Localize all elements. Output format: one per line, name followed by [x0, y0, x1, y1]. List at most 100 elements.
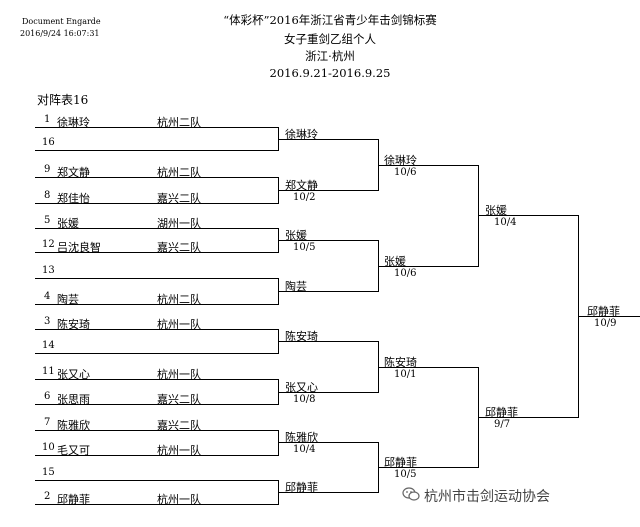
winner-name: 郑文静: [285, 179, 318, 192]
seed-number: 6: [44, 391, 51, 402]
bout-score: 9/7: [494, 419, 511, 430]
bracket-line: [278, 392, 378, 393]
bout-score: 10/6: [394, 167, 417, 178]
fencer-name: 邱静菲: [57, 493, 90, 506]
fencer-name: 毛又可: [57, 444, 90, 457]
bracket-line: [35, 430, 278, 431]
software-name: Document Engarde: [22, 17, 101, 26]
fencer-name: 吕沈良智: [57, 241, 101, 254]
wechat-icon: [402, 487, 420, 501]
bracket-line: [35, 329, 278, 330]
bout-score: 10/8: [293, 394, 316, 405]
bracket-connector: [278, 430, 279, 456]
team-name: 杭州一队: [157, 318, 201, 331]
fencer-name: 郑佳怡: [57, 192, 90, 205]
winner-name: 邱静菲: [285, 481, 318, 494]
bout-score: 10/4: [293, 444, 316, 455]
winner-name: 张媛: [485, 204, 507, 217]
winner-name: 陶芸: [285, 280, 307, 293]
bout-score: 10/4: [494, 217, 517, 228]
bracket-line: [278, 291, 378, 292]
print-timestamp: 2016/9/24 16:07:31: [20, 29, 100, 38]
winner-name: 徐琳玲: [384, 154, 417, 167]
seed-number: 8: [44, 190, 51, 201]
bracket-line: [378, 165, 478, 166]
team-name: 嘉兴二队: [157, 241, 201, 254]
team-name: 湖州一队: [157, 217, 201, 230]
bracket-line: [378, 266, 478, 267]
bracket-line: [478, 215, 578, 216]
bracket-line: [35, 252, 278, 253]
final-score: 10/9: [594, 318, 617, 329]
winner-name: 张又心: [285, 381, 318, 394]
event-location: 浙江·杭州: [305, 49, 355, 63]
seed-number: 12: [42, 239, 55, 250]
winner-name: 徐琳玲: [285, 128, 318, 141]
team-name: 杭州一队: [157, 368, 201, 381]
watermark-text: 杭州市击剑运动协会: [424, 489, 550, 505]
team-name: 杭州二队: [157, 166, 201, 179]
bracket-line: [278, 442, 378, 443]
bracket-line: [35, 353, 278, 354]
bracket-line: [278, 240, 378, 241]
winner-name: 邱静菲: [485, 406, 518, 419]
seed-number: 11: [42, 366, 55, 377]
team-name: 杭州二队: [157, 293, 201, 306]
fencer-name: 郑文静: [57, 166, 90, 179]
bracket-line: [35, 304, 278, 305]
event-subtitle: 女子重剑乙组个人: [284, 32, 376, 46]
winner-name: 陈雅欣: [285, 431, 318, 444]
winner-name: 邱静菲: [384, 456, 417, 469]
bracket-line: [278, 492, 378, 493]
bracket-line: [278, 139, 378, 140]
bracket-line: [35, 177, 278, 178]
bracket-line: [35, 228, 278, 229]
bracket-line: [35, 404, 278, 405]
bracket-line: [578, 316, 640, 317]
bracket-line: [278, 190, 378, 191]
bracket-line: [35, 455, 278, 456]
team-name: 嘉兴二队: [157, 419, 201, 432]
seed-number: 10: [42, 442, 55, 453]
tournament-title: “体彩杯”2016年浙江省青少年击剑锦标赛: [223, 13, 437, 27]
bracket-line: [278, 341, 378, 342]
bracket-line: [35, 480, 278, 481]
winner-name: 张媛: [384, 255, 406, 268]
bracket-line: [378, 367, 478, 368]
team-name: 嘉兴二队: [157, 192, 201, 205]
bracket-line: [35, 127, 278, 128]
bout-score: 10/5: [394, 469, 417, 480]
team-name: 杭州一队: [157, 444, 201, 457]
bracket-line: [378, 467, 478, 468]
team-name: 嘉兴二队: [157, 393, 201, 406]
seed-number: 14: [42, 340, 55, 351]
bracket-line: [35, 150, 278, 151]
fencer-name: 陶芸: [57, 293, 79, 306]
seed-number: 5: [44, 215, 51, 226]
table-title: 对阵表16: [37, 93, 89, 107]
champion-name: 邱静菲: [587, 305, 620, 318]
seed-number: 2: [44, 491, 51, 502]
fencer-name: 张媛: [57, 217, 79, 230]
bracket-line: [478, 417, 578, 418]
event-dates: 2016.9.21-2016.9.25: [269, 66, 391, 80]
bout-score: 10/1: [394, 369, 417, 380]
seed-number: 16: [42, 137, 55, 148]
bout-score: 10/2: [293, 192, 316, 203]
seed-number: 7: [44, 417, 51, 428]
bracket-line: [35, 504, 278, 505]
bracket-line: [35, 379, 278, 380]
fencer-name: 张又心: [57, 368, 90, 381]
team-name: 杭州二队: [157, 116, 201, 129]
fencer-name: 张思雨: [57, 393, 90, 406]
fencer-name: 陈安琦: [57, 318, 90, 331]
fencer-name: 陈雅欣: [57, 419, 90, 432]
bout-score: 10/6: [394, 268, 417, 279]
seed-number: 3: [44, 316, 51, 327]
fencer-name: 徐琳玲: [57, 116, 90, 129]
winner-name: 张媛: [285, 229, 307, 242]
winner-name: 陈安琦: [384, 356, 417, 369]
team-name: 杭州一队: [157, 493, 201, 506]
seed-number: 9: [44, 164, 51, 175]
bracket-line: [35, 278, 278, 279]
